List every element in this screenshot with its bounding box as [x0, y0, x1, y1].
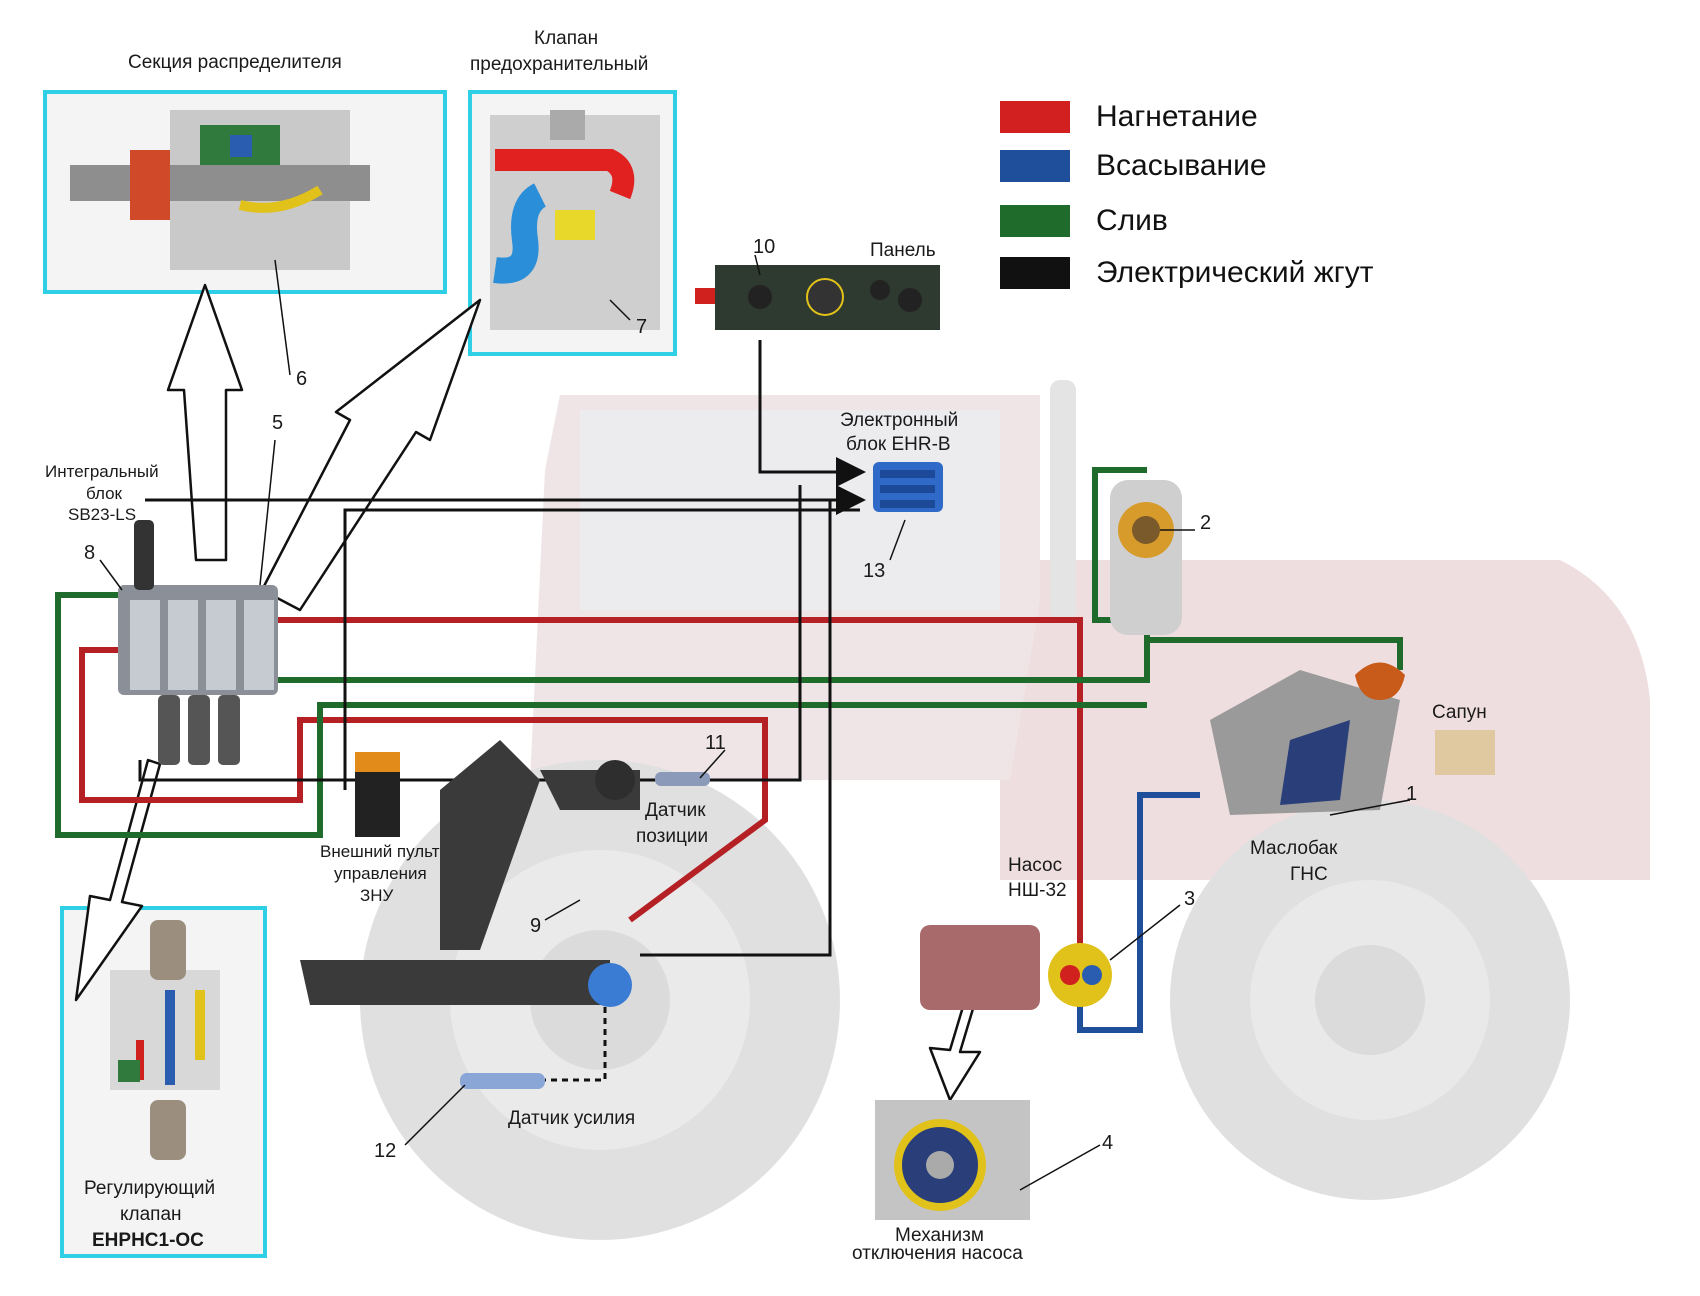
legend-label: Слив: [1096, 204, 1168, 237]
legend-swatch: [1000, 101, 1070, 133]
legend-swatch: [1000, 257, 1070, 289]
label-panel: Панель: [870, 240, 936, 261]
legend-label: Всасывание: [1096, 149, 1267, 182]
leader-lines: [99, 254, 1411, 1191]
callout-13: 13: [863, 560, 886, 582]
pump-disconnect-mechanism-4: [875, 1100, 1030, 1220]
label-safety-valve-2: предохранительный: [470, 54, 649, 75]
safety-valve-drawing: [490, 110, 660, 330]
label-safety-valve-1: Клапан: [534, 28, 599, 49]
callout-11: 11: [705, 732, 726, 754]
external-control-panel: [355, 752, 400, 837]
pump-nsh32: [920, 925, 1112, 1010]
position-sensor-11: [655, 772, 710, 786]
label-distributor-section: Секция распределителя: [128, 52, 342, 73]
callout-10: 10: [753, 236, 776, 258]
callout-5: 5: [272, 412, 284, 434]
legend-label: Нагнетание: [1096, 100, 1258, 133]
control-panel-10: [695, 265, 940, 330]
label-pump-off-1: Механизм: [895, 1225, 984, 1246]
legend-item-drain: Слив: [1000, 204, 1168, 238]
label-ext-panel-1: Внешний пульт: [320, 842, 440, 861]
distributor-section-drawing: [70, 110, 370, 270]
label-ehr-2: блок EHR-B: [846, 434, 951, 455]
legend-item-pressure: Нагнетание: [1000, 100, 1258, 134]
label-reg-valve-3: EHPHC1-OC: [92, 1230, 204, 1251]
label-breather: Сапун: [1432, 702, 1487, 723]
label-position-sensor-2: позиции: [636, 826, 709, 847]
callout-9: 9: [530, 915, 542, 937]
callout-8: 8: [84, 542, 96, 564]
label-position-sensor-1: Датчик: [645, 800, 706, 821]
label-tank-1: Маслобак: [1250, 838, 1338, 859]
callout-4: 4: [1102, 1132, 1114, 1154]
legend-label: Электрический жгут: [1096, 256, 1374, 289]
filter-2: [1110, 480, 1182, 635]
callout-1: 1: [1406, 783, 1418, 805]
label-tank-2: ГНС: [1290, 864, 1328, 885]
force-sensor-12: [460, 1073, 545, 1089]
pointer-arrows: [74, 283, 982, 1102]
label-integral-1: Интегральный: [45, 462, 159, 481]
label-pump-1: Насос: [1008, 855, 1063, 876]
callout-12: 12: [374, 1140, 397, 1162]
pressure-lines: [79, 617, 1083, 950]
label-ext-panel-2: управления: [334, 864, 427, 883]
label-pump-off-2: отключения насоса: [852, 1243, 1023, 1264]
legend-swatch: [1000, 150, 1070, 182]
ehr-b-electronic-block-13: [873, 462, 943, 512]
legend-swatch: [1000, 205, 1070, 237]
callout-3: 3: [1184, 888, 1196, 910]
hitch-linkage-9: [300, 740, 640, 1007]
regulating-valve-drawing: [110, 920, 220, 1160]
label-ehr-1: Электронный: [840, 410, 959, 431]
label-ext-panel-3: ЗНУ: [360, 886, 394, 905]
breather: [1355, 662, 1495, 775]
label-pump-2: НШ-32: [1008, 880, 1067, 901]
label-reg-valve-2: клапан: [120, 1204, 182, 1225]
integral-block-sb23: [118, 520, 278, 765]
label-force-sensor: Датчик усилия: [508, 1108, 636, 1129]
label-integral-2: блок: [86, 484, 122, 503]
label-reg-valve-1: Регулирующий: [84, 1178, 216, 1199]
label-integral-3: SB23-LS: [68, 505, 137, 524]
callout-7: 7: [636, 316, 648, 338]
callout-2: 2: [1200, 512, 1212, 534]
legend-item-suction: Всасывание: [1000, 149, 1267, 183]
legend-item-electrical: Электрический жгут: [1000, 256, 1373, 290]
oil-tank-1: [1210, 670, 1400, 815]
callout-6: 6: [296, 368, 308, 390]
